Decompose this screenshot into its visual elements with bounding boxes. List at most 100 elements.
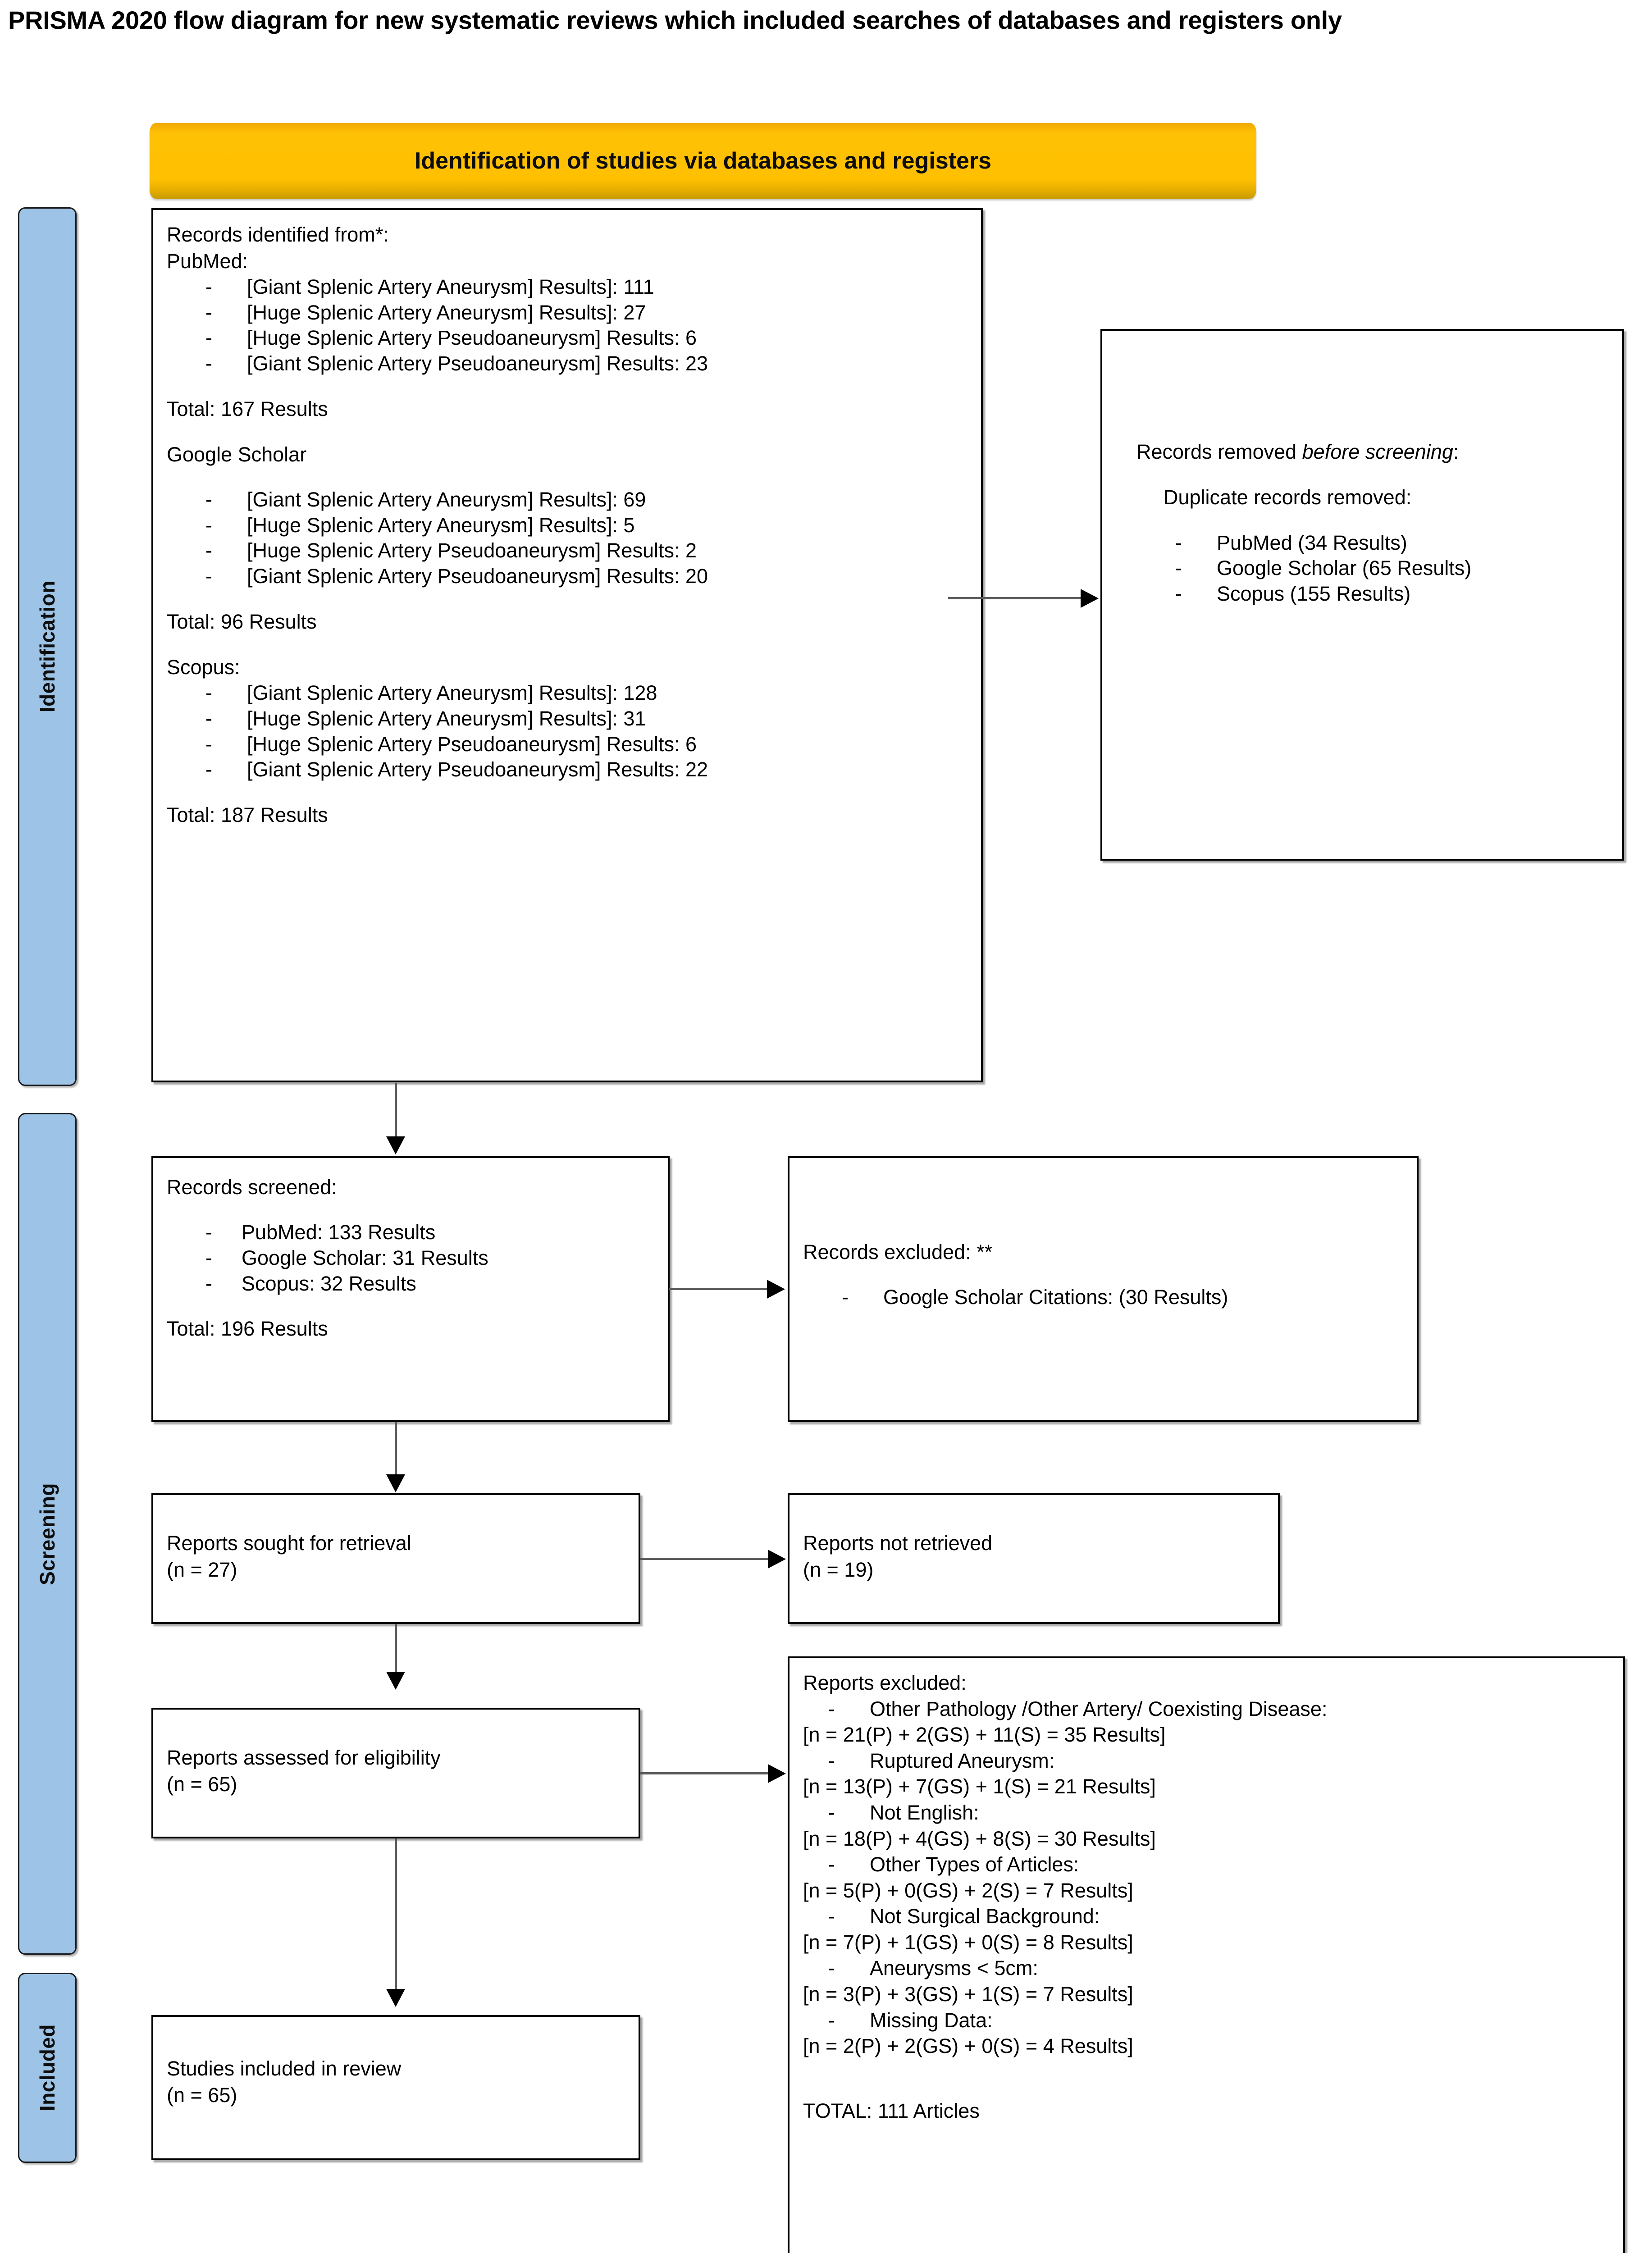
list-item: [Huge Splenic Artery Pseudoaneurysm] Res… — [205, 732, 967, 757]
stage-label-identification: Identification — [18, 207, 77, 1086]
connector-identified-to-screened — [395, 1083, 397, 1140]
spacer — [1136, 511, 1609, 530]
list-item: Other Types of Articles: — [828, 1852, 1610, 1878]
box-records-excluded: Records excluded: ** Google Scholar Cita… — [788, 1156, 1419, 1422]
scopus-total: Total: 187 Results — [167, 803, 328, 826]
arrow-identified-to-screened — [386, 1136, 405, 1154]
reason-label: Not English: — [870, 1801, 979, 1824]
list-item: [Huge Splenic Artery Aneurysm] Results]:… — [205, 300, 967, 326]
reason-counts: [n = 7(P) + 1(GS) + 0(S) = 8 Results] — [803, 1930, 1133, 1954]
list-item: [Giant Splenic Artery Aneurysm] Results]… — [205, 274, 967, 300]
spacer — [167, 422, 967, 442]
reason-counts: [n = 18(P) + 4(GS) + 8(S) = 30 Results] — [803, 1827, 1156, 1850]
reason-counts: [n = 3(P) + 3(GS) + 1(S) = 7 Results] — [803, 1983, 1133, 2006]
reports-sought-line2: (n = 27) — [167, 1558, 237, 1581]
reports-assessed-line2: (n = 65) — [167, 1772, 237, 1796]
list-item: Scopus (155 Results) — [1175, 581, 1609, 607]
spacer — [167, 589, 967, 609]
spacer — [1136, 465, 1609, 485]
list-item: PubMed: 133 Results — [205, 1220, 654, 1245]
records-removed-heading-pre: Records removed — [1136, 440, 1302, 463]
connector-screened-to-excluded — [669, 1288, 769, 1290]
reason-counts: [n = 21(P) + 2(GS) + 11(S) = 35 Results] — [803, 1723, 1166, 1747]
studies-included-line1: Studies included in review — [167, 2057, 402, 2080]
box-studies-included-in-review: Studies included in review (n = 65) — [151, 2015, 640, 2160]
connector-sought-to-not-retrieved — [640, 1558, 770, 1560]
stage-label-included: Included — [18, 1973, 77, 2163]
list-item: Scopus: 32 Results — [205, 1271, 654, 1297]
records-removed-heading-italic: before screening — [1302, 440, 1453, 463]
list-item: Missing Data: — [828, 2008, 1610, 2034]
reports-not-retrieved-line2: (n = 19) — [803, 1558, 874, 1581]
connector-identified-to-removed — [948, 597, 1083, 599]
arrow-identified-to-removed — [1081, 589, 1099, 608]
records-screened-heading: Records screened: — [167, 1176, 337, 1199]
reason-label: Missing Data: — [870, 2008, 993, 2032]
list-item: Ruptured Aneurysm: — [828, 1748, 1610, 1774]
reports-excluded-reason-list: Other Types of Articles: — [803, 1852, 1610, 1878]
box-records-removed-before-screening: Records removed before screening: Duplic… — [1100, 329, 1624, 861]
scopus-query-list: [Giant Splenic Artery Aneurysm] Results]… — [167, 680, 967, 783]
records-removed-heading: Records removed before screening: — [1136, 439, 1609, 465]
list-item: [Huge Splenic Artery Aneurysm] Results]:… — [205, 513, 967, 538]
list-item: Aneurysms < 5cm: — [828, 1956, 1610, 1981]
reason-counts: [n = 2(P) + 2(GS) + 0(S) = 4 Results] — [803, 2034, 1133, 2058]
list-item: PubMed (34 Results) — [1175, 530, 1609, 556]
google-scholar-query-list: [Giant Splenic Artery Aneurysm] Results]… — [167, 487, 967, 589]
list-item: [Giant Splenic Artery Pseudoaneurysm] Re… — [205, 564, 967, 589]
list-item: Other Pathology /Other Artery/ Coexistin… — [828, 1697, 1610, 1722]
records-identified-heading: Records identified from*: — [167, 223, 389, 246]
list-item: [Giant Splenic Artery Pseudoaneurysm] Re… — [205, 757, 967, 783]
box-reports-excluded: Reports excluded: Other Pathology /Other… — [788, 1656, 1625, 2253]
duplicate-records-subheading: Duplicate records removed: — [1164, 486, 1412, 509]
arrow-sought-to-not-retrieved — [768, 1550, 786, 1569]
stage-label-included-text: Included — [36, 2024, 59, 2112]
spacer — [167, 468, 967, 487]
arrow-screened-to-excluded — [767, 1280, 785, 1299]
source-name-pubmed: PubMed: — [167, 249, 248, 273]
connector-screened-to-sought — [395, 1422, 397, 1477]
connector-assessed-to-reports-excluded — [640, 1772, 770, 1774]
list-item: Google Scholar (65 Results) — [1175, 556, 1609, 581]
list-item: [Giant Splenic Artery Aneurysm] Results]… — [205, 680, 967, 706]
reports-excluded-reason-list: Not English: — [803, 1800, 1610, 1826]
box-reports-sought-for-retrieval: Reports sought for retrieval (n = 27) — [151, 1493, 640, 1624]
spacer — [167, 377, 967, 396]
pubmed-query-list: [Giant Splenic Artery Aneurysm] Results]… — [167, 274, 967, 377]
list-item: Not Surgical Background: — [828, 1904, 1610, 1929]
source-name-scopus: Scopus: — [167, 655, 240, 679]
spacer — [803, 2079, 1610, 2098]
records-removed-heading-post: : — [1453, 440, 1459, 463]
reason-counts: [n = 5(P) + 0(GS) + 2(S) = 7 Results] — [803, 1879, 1133, 1902]
arrow-sought-to-assessed — [386, 1672, 405, 1690]
reports-excluded-reason-list: Ruptured Aneurysm: — [803, 1748, 1610, 1774]
list-item: [Huge Splenic Artery Aneurysm] Results]:… — [205, 706, 967, 732]
box-records-screened: Records screened: PubMed: 133 Results Go… — [151, 1156, 670, 1422]
box-reports-assessed-for-eligibility: Reports assessed for eligibility (n = 65… — [151, 1708, 640, 1838]
reason-label: Ruptured Aneurysm: — [870, 1749, 1055, 1772]
box-reports-not-retrieved: Reports not retrieved (n = 19) — [788, 1493, 1280, 1624]
pubmed-total: Total: 167 Results — [167, 397, 328, 420]
list-item: Google Scholar Citations: (30 Results) — [842, 1285, 1403, 1310]
spacer — [167, 783, 967, 802]
records-screened-list: PubMed: 133 Results Google Scholar: 31 R… — [167, 1220, 654, 1296]
reason-label: Aneurysms < 5cm: — [870, 1957, 1038, 1980]
arrow-assessed-to-included — [386, 1989, 405, 2007]
stage-label-screening: Screening — [18, 1113, 77, 1955]
stage-label-screening-text: Screening — [36, 1482, 59, 1585]
list-item: [Giant Splenic Artery Aneurysm] Results]… — [205, 487, 967, 513]
spacer — [167, 635, 967, 654]
reports-excluded-reason-list: Not Surgical Background: — [803, 1904, 1610, 1929]
source-name-google-scholar: Google Scholar — [167, 442, 307, 466]
reason-label: Not Surgical Background: — [870, 1905, 1100, 1928]
reports-assessed-line1: Reports assessed for eligibility — [167, 1746, 441, 1769]
page-title: PRISMA 2020 flow diagram for new systema… — [8, 6, 1342, 34]
records-excluded-list: Google Scholar Citations: (30 Results) — [803, 1285, 1403, 1310]
reason-label: Other Types of Articles: — [870, 1853, 1079, 1876]
reports-not-retrieved-line1: Reports not retrieved — [803, 1532, 993, 1555]
spacer — [167, 1296, 654, 1316]
reports-excluded-heading: Reports excluded: — [803, 1671, 967, 1694]
arrow-screened-to-sought — [386, 1474, 405, 1492]
box-records-identified: Records identified from*: PubMed: [Giant… — [151, 208, 983, 1082]
